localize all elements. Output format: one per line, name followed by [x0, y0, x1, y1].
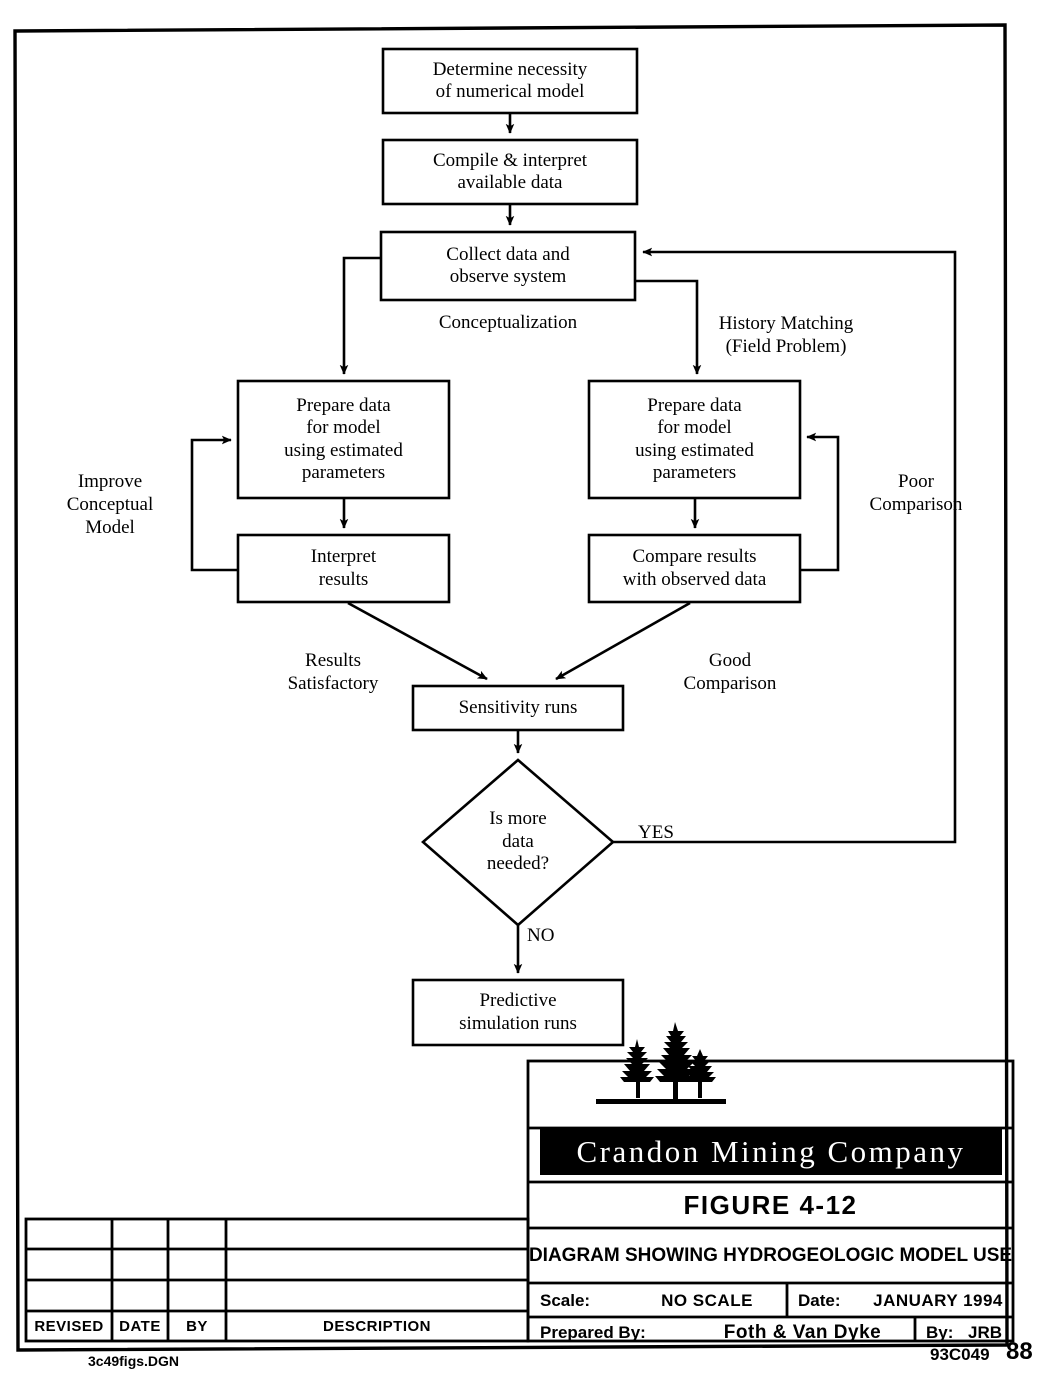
date-label-text: Date:	[798, 1290, 841, 1310]
figure-title-text: DIAGRAM SHOWING HYDROGEOLOGIC MODEL USE	[528, 1244, 1013, 1266]
scale-value: NO SCALE	[632, 1284, 782, 1317]
revision-header-by: BY	[168, 1311, 226, 1341]
prepared-by-value-text: Foth & Van Dyke	[723, 1322, 882, 1343]
flowchart-connectors	[190, 113, 957, 974]
edge-label-no: NO	[527, 925, 577, 948]
edge-label-conceptualization: Conceptualization	[408, 312, 608, 335]
box-predictive-simulation	[411, 978, 625, 1047]
node-sensitivity-runs-label: Sensitivity runs	[458, 696, 578, 718]
by-value-text: JRB	[967, 1323, 1002, 1342]
node-sensitivity-runs: Sensitivity runs	[413, 686, 623, 730]
company-logo-bar: Crandon Mining Company	[540, 1129, 1002, 1175]
page-number: 88	[1006, 1338, 1033, 1366]
revision-header-description: DESCRIPTION	[226, 1311, 528, 1341]
date-label: Date:	[798, 1284, 878, 1317]
by-value: JRB	[960, 1318, 1010, 1348]
box-prepare-data-right	[587, 379, 802, 500]
box-collect-data	[379, 230, 637, 302]
box-sensitivity-runs	[411, 684, 625, 732]
scale-value-text: NO SCALE	[661, 1290, 753, 1310]
edge-decision-yes-to-collect	[613, 247, 957, 844]
revision-header-revised: REVISED	[26, 1311, 112, 1341]
edge-interpret-to-sensitivity	[347, 601, 488, 681]
edge-collect-to-prepare-left	[339, 256, 381, 375]
edge-label-no-text: NO	[527, 925, 555, 946]
project-number-text: 93C049	[930, 1345, 990, 1364]
figure-number: FIGURE 4-12	[528, 1183, 1013, 1227]
date-value-text: JANUARY 1994	[873, 1290, 1003, 1310]
company-name: Crandon Mining Company	[576, 1134, 966, 1169]
edge-label-yes-text: YES	[638, 822, 674, 843]
edge-interpret-to-prepare-left-feedback	[190, 435, 238, 572]
title-block-frame	[526, 1059, 1015, 1343]
edge-label-history-matching-text: History Matching(Field Problem)	[718, 313, 854, 357]
figure-number-text: FIGURE 4-12	[683, 1189, 858, 1220]
edge-compare-to-prepare-right-feedback	[800, 432, 840, 572]
file-name: 3c49figs.DGN	[88, 1353, 179, 1369]
pine-trees-icon	[596, 1022, 726, 1104]
project-number: 93C049	[930, 1345, 990, 1365]
prepared-by-label-text: Prepared By:	[540, 1323, 646, 1342]
edge-label-history-matching: History Matching(Field Problem)	[700, 313, 872, 359]
scale-label-text: Scale:	[540, 1290, 591, 1310]
box-prepare-data-left	[236, 379, 451, 500]
by-label: By:	[926, 1318, 971, 1348]
revision-header-date-text: DATE	[119, 1317, 161, 1335]
scale-label: Scale:	[540, 1284, 650, 1317]
revision-table-frame	[24, 1217, 530, 1343]
sheet-border	[13, 23, 1009, 1352]
edge-collect-to-prepare-right	[635, 279, 702, 375]
file-name-text: 3c49figs.DGN	[88, 1353, 180, 1369]
prepared-by-label: Prepared By:	[540, 1318, 700, 1348]
edge-label-yes: YES	[638, 822, 698, 845]
revision-header-by-text: BY	[186, 1317, 208, 1335]
prepared-by-value: Foth & Van Dyke	[690, 1318, 915, 1348]
box-compare-results	[587, 533, 802, 604]
figure-title: DIAGRAM SHOWING HYDROGEOLOGIC MODEL USE	[528, 1229, 1013, 1282]
revision-header-date: DATE	[112, 1311, 168, 1341]
box-compile-interpret	[381, 138, 639, 206]
page-number-text: 88	[1006, 1338, 1033, 1365]
by-label-text: By:	[926, 1323, 954, 1342]
box-interpret-results	[236, 533, 451, 604]
date-value: JANUARY 1994	[868, 1284, 1008, 1317]
revision-header-revised-text: REVISED	[34, 1317, 104, 1335]
revision-header-description-text: DESCRIPTION	[322, 1317, 431, 1335]
flowchart-boxes	[236, 47, 802, 1047]
edge-label-conceptualization-text: Conceptualization	[438, 312, 578, 333]
edge-compare-to-sensitivity	[555, 601, 691, 681]
